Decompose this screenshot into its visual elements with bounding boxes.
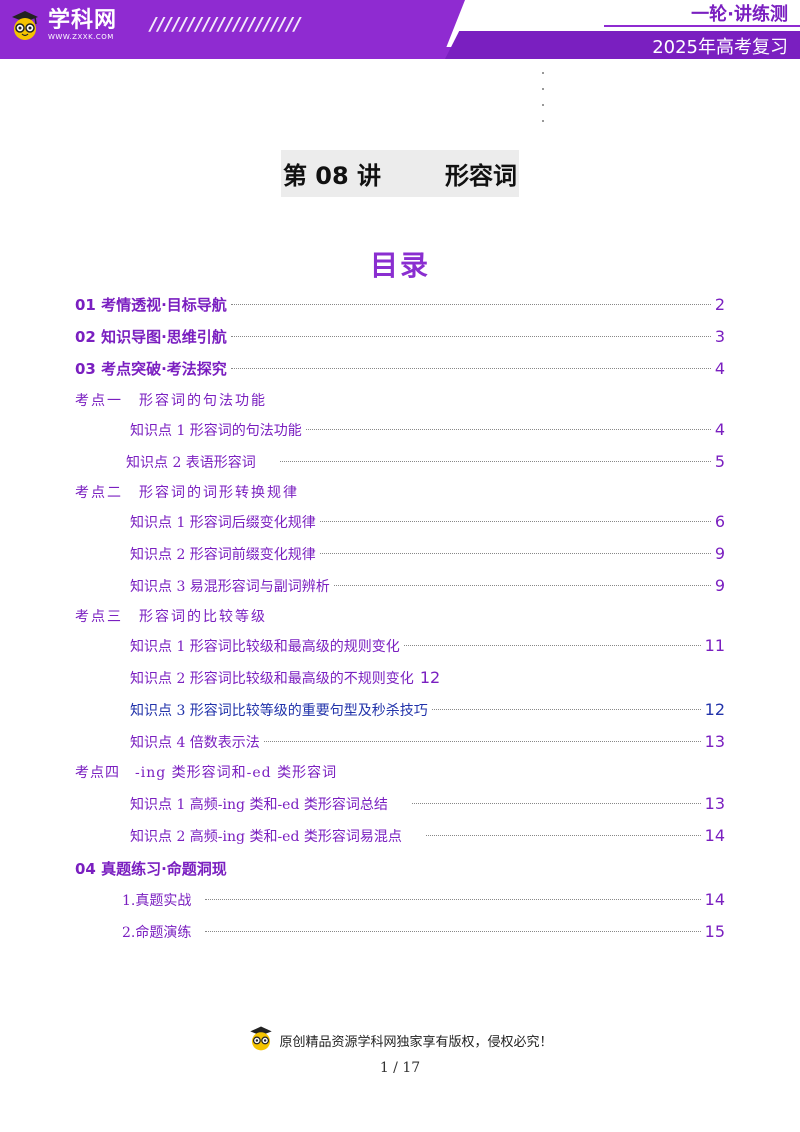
- toc-kaodian-1[interactable]: 考点一 形容词的句法功能: [75, 390, 267, 416]
- toc-item[interactable]: 知识点 3 易混形容词与副词辨析 9: [130, 576, 725, 602]
- toc-page: 12: [704, 700, 725, 719]
- toc-page: 13: [704, 732, 725, 751]
- header-thin-line: [604, 25, 800, 27]
- toc-label: 2.命题演练: [122, 925, 192, 941]
- lecture-title: 第 08 讲 形容词: [0, 150, 800, 197]
- copyright-footer: 原创精品资源学科网独家享有版权，侵权必究！: [0, 1024, 800, 1056]
- toc-page: 15: [704, 922, 725, 941]
- header-decoration: ////////////////////: [150, 14, 302, 35]
- header-right-bar: [445, 31, 800, 59]
- copyright-note: 原创精品资源学科网独家享有版权，侵权必究！: [279, 1034, 553, 1050]
- logo-url: WWW.ZXXK.COM: [48, 32, 114, 41]
- toc-label: 知识点 2 形容词前缀变化规律: [130, 547, 316, 563]
- toc-kaodian-4[interactable]: 考点四 -ing 类形容词和-ed 类形容词: [75, 762, 337, 788]
- toc-label: 知识点 2 形容词比较级和最高级的不规则变化: [130, 671, 414, 687]
- toc-section-02[interactable]: 02 知识导图·思维引航 3: [75, 326, 725, 352]
- toc-label: 考点三 形容词的比较等级: [75, 609, 267, 625]
- toc-label: 知识点 1 形容词比较级和最高级的规则变化: [130, 639, 400, 655]
- toc-item[interactable]: 知识点 2 高频-ing 类和-ed 类形容词易混点 14: [130, 826, 725, 852]
- toc-page: 9: [714, 576, 725, 595]
- site-logo: 学科网 WWW.ZXXK.COM: [8, 5, 117, 45]
- toc-label: 知识点 4 倍数表示法: [130, 735, 260, 751]
- series-label: 一轮·讲练测: [691, 4, 788, 25]
- toc-section-01[interactable]: 01 考情透视·目标导航 2: [75, 294, 725, 320]
- owl-mascot-icon: [247, 1024, 275, 1056]
- toc-section-04[interactable]: 04 真题练习·命题洞现: [75, 858, 227, 884]
- toc-page: 14: [704, 826, 725, 845]
- toc-label: 知识点 1 形容词后缀变化规律: [130, 515, 316, 531]
- toc-label: 01 考情透视·目标导航: [75, 296, 227, 314]
- toc-label: 02 知识导图·思维引航: [75, 328, 227, 346]
- toc-item[interactable]: 知识点 3 形容词比较等级的重要句型及秒杀技巧 12: [130, 700, 725, 726]
- lecture-number: 第 08 讲: [282, 162, 382, 190]
- toc-page: 4: [714, 359, 725, 378]
- toc-label: 1.真题实战: [122, 893, 192, 909]
- toc-label: 知识点 2 表语形容词: [126, 455, 256, 471]
- toc-page: 14: [704, 890, 725, 909]
- page-number: 1 / 17: [379, 1060, 421, 1076]
- toc-page: 2: [714, 295, 725, 314]
- toc-section-03[interactable]: 03 考点突破·考法探究 4: [75, 358, 725, 384]
- toc-label: 知识点 2 高频-ing 类和-ed 类形容词易混点: [130, 829, 402, 845]
- toc-kaodian-3[interactable]: 考点三 形容词的比较等级: [75, 606, 267, 632]
- toc-label: 知识点 1 高频-ing 类和-ed 类形容词总结: [130, 797, 388, 813]
- toc-label: 03 考点突破·考法探究: [75, 360, 227, 378]
- toc-page: 3: [714, 327, 725, 346]
- toc-label: 知识点 1 形容词的句法功能: [130, 423, 302, 439]
- toc-page: 6: [714, 512, 725, 531]
- toc-kaodian-2[interactable]: 考点二 形容词的词形转换规律: [75, 482, 299, 508]
- toc-item[interactable]: 知识点 2 形容词前缀变化规律 9: [130, 544, 725, 570]
- toc-label: 考点二 形容词的词形转换规律: [75, 485, 299, 501]
- lecture-topic: 形容词: [445, 162, 518, 190]
- toc-item[interactable]: 知识点 1 形容词的句法功能 4: [130, 420, 725, 446]
- toc-item[interactable]: 知识点 1 形容词后缀变化规律 6: [130, 512, 725, 538]
- toc-page: 13: [704, 794, 725, 813]
- logo-title: 学科网: [48, 7, 118, 33]
- toc-label: 04 真题练习·命题洞现: [75, 860, 227, 878]
- toc-item[interactable]: 2.命题演练 15: [122, 922, 725, 948]
- toc-item[interactable]: 知识点 1 高频-ing 类和-ed 类形容词总结 13: [130, 794, 725, 820]
- toc-page: 11: [704, 636, 725, 655]
- toc-label: 知识点 3 形容词比较等级的重要句型及秒杀技巧: [130, 703, 428, 719]
- toc-item[interactable]: 知识点 2 表语形容词 5: [126, 452, 725, 478]
- toc-item[interactable]: 知识点 4 倍数表示法 13: [130, 732, 725, 758]
- owl-mascot-icon: [8, 8, 42, 42]
- toc-item[interactable]: 知识点 1 形容词比较级和最高级的规则变化 11: [130, 636, 725, 662]
- toc-item[interactable]: 1.真题实战 14: [122, 890, 725, 916]
- toc-item[interactable]: 知识点 2 形容词比较级和最高级的不规则变化 12: [130, 668, 440, 694]
- toc-page: 4: [714, 420, 725, 439]
- decorative-dots: [542, 72, 546, 122]
- toc-page: 5: [714, 452, 725, 471]
- toc-label: 考点四 -ing 类形容词和-ed 类形容词: [75, 765, 338, 781]
- toc-page: 12: [419, 668, 441, 687]
- toc-label: 考点一 形容词的句法功能: [75, 393, 267, 409]
- review-label: 2025年高考复习: [652, 37, 788, 58]
- toc-page: 9: [714, 544, 725, 563]
- toc-label: 知识点 3 易混形容词与副词辨析: [130, 579, 330, 595]
- toc-heading: 目录: [369, 249, 430, 282]
- header-banner: [0, 0, 465, 47]
